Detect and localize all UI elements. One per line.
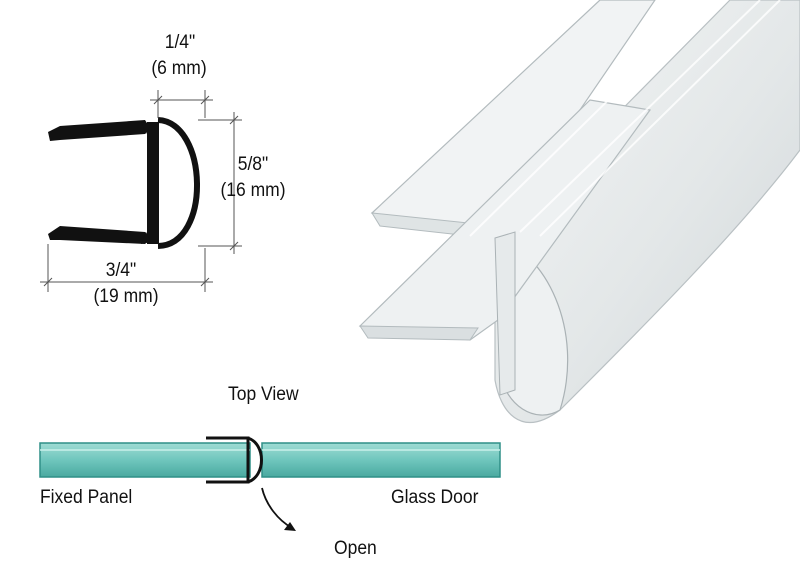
- fixed-panel-label: Fixed Panel: [40, 487, 133, 508]
- glass-door-glass: [261, 442, 501, 478]
- dimension-bottom-width-metric: (19 mm): [93, 286, 159, 307]
- top-view-title: Top View: [228, 384, 299, 405]
- fixed-panel-glass: [39, 442, 251, 478]
- glass-door-label: Glass Door: [391, 487, 479, 508]
- profile-barb-top: [141, 122, 151, 134]
- seal-3d-highlight: [469, 0, 781, 237]
- seal-3d-product-render: [358, 0, 800, 423]
- seal-3d-spine: [494, 231, 516, 396]
- open-arrow-head: [284, 522, 296, 531]
- profile-barb-bottom: [141, 232, 151, 244]
- seal-3d-body: [494, 0, 800, 423]
- profile-spine: [147, 122, 159, 244]
- open-label: Open: [334, 538, 377, 559]
- dimension-bottom-width-imperial: 3/4": [105, 260, 137, 281]
- dimension-top-width-imperial: 1/4": [164, 32, 196, 53]
- top-view-schematic: [39, 436, 501, 531]
- dimension-top-width-metric: (6 mm): [151, 58, 207, 79]
- profile-upper-fin: [48, 120, 150, 141]
- dimension-height-metric: (16 mm): [220, 180, 286, 201]
- open-arrow: [261, 487, 293, 529]
- seal-profile-cross-section: [48, 117, 200, 249]
- dimension-lines: [40, 90, 242, 292]
- top-view-seal-clip: [206, 436, 250, 484]
- profile-bulb: [157, 117, 200, 249]
- seal-3d-lower-fin-edge: [359, 325, 479, 341]
- dimension-height-imperial: 5/8": [237, 154, 269, 175]
- top-view-seal-bulb: [247, 436, 263, 484]
- profile-lower-fin: [48, 226, 152, 244]
